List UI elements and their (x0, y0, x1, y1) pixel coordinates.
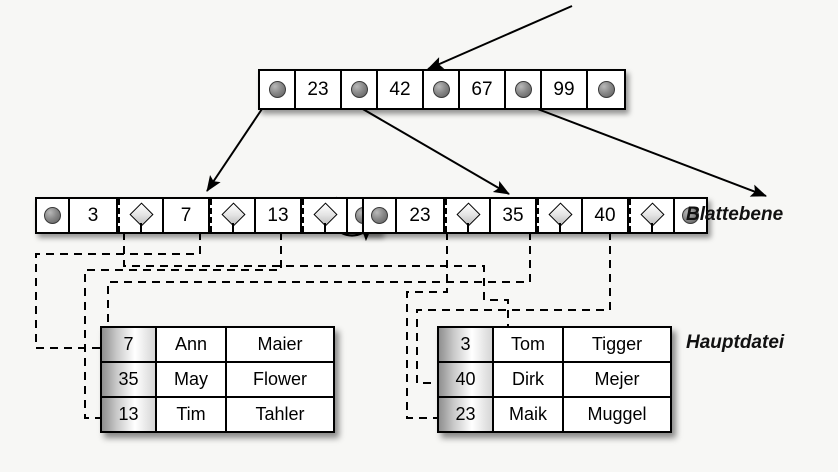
root-pointer-4[interactable] (588, 71, 624, 108)
row-key: 23 (439, 398, 494, 431)
arrow-root-to-leaf-left (206, 99, 269, 192)
table-row[interactable]: 40 Dirk Mejer (439, 363, 670, 398)
root-key-3: 99 (542, 71, 588, 108)
label-main-file: Hauptdatei (686, 332, 785, 353)
leaf-left-key-0: 3 (70, 199, 118, 232)
label-leaf-level: Blattebene (686, 204, 784, 225)
pointer-dot-icon (597, 81, 615, 98)
table-row[interactable]: 23 Maik Muggel (439, 398, 670, 431)
row-last-name: Tigger (564, 328, 670, 361)
row-last-name: Maier (227, 328, 333, 361)
leaf-node-right[interactable]: 23 35 40 (362, 197, 708, 234)
leaf-left-key-1: 7 (162, 199, 210, 232)
dashed-ref-leaf-right-1 (406, 232, 456, 424)
record-pointer-icon (631, 199, 673, 232)
leaf-right-key-0: 23 (397, 199, 445, 232)
pointer-dot-icon (432, 81, 450, 98)
pointer-dot-icon (268, 81, 286, 98)
row-last-name: Mejer (564, 363, 670, 396)
leaf-left-prev-pointer[interactable] (37, 199, 70, 232)
main-file-table-left[interactable]: 7 Ann Maier 35 May Flower 13 Tim Tahler (100, 326, 335, 433)
row-first-name: Tim (157, 398, 227, 431)
leaf-left-record-ref-2[interactable] (302, 199, 346, 232)
main-file-table-right[interactable]: 3 Tom Tigger 40 Dirk Mejer 23 Maik Mugge… (437, 326, 672, 433)
root-pointer-3[interactable] (506, 71, 542, 108)
root-index-node[interactable]: 23 42 67 99 (258, 69, 626, 110)
leaf-right-record-ref-2[interactable] (629, 199, 673, 232)
root-key-1: 42 (378, 71, 424, 108)
row-key: 35 (102, 363, 157, 396)
dashed-ref-leaf-left-3 (84, 232, 282, 424)
pointer-dot-icon (682, 207, 699, 224)
leaf-left-record-ref-1[interactable] (210, 199, 254, 232)
arrow-into-root (427, 5, 573, 70)
table-row[interactable]: 7 Ann Maier (102, 328, 333, 363)
arrow-root-to-leaf-far-right (513, 99, 767, 197)
table-row[interactable]: 3 Tom Tigger (439, 328, 670, 363)
row-last-name: Tahler (227, 398, 333, 431)
root-key-0: 23 (296, 71, 342, 108)
dashed-ref-leaf-right-3 (416, 232, 611, 389)
leaf-left-record-ref-0[interactable] (118, 199, 162, 232)
record-pointer-icon (212, 199, 254, 232)
root-pointer-0[interactable] (260, 71, 296, 108)
row-key: 13 (102, 398, 157, 431)
table-row[interactable]: 13 Tim Tahler (102, 398, 333, 431)
leaf-right-record-ref-1[interactable] (537, 199, 581, 232)
row-first-name: Maik (494, 398, 564, 431)
root-pointer-2[interactable] (424, 71, 460, 108)
row-first-name: Tom (494, 328, 564, 361)
record-pointer-icon (120, 199, 162, 232)
leaf-right-key-2: 40 (581, 199, 629, 232)
table-row[interactable]: 35 May Flower (102, 363, 333, 398)
record-pointer-icon (304, 199, 346, 232)
row-key: 3 (439, 328, 494, 361)
row-first-name: May (157, 363, 227, 396)
row-last-name: Flower (227, 363, 333, 396)
record-pointer-icon (447, 199, 489, 232)
pointer-dot-icon (350, 81, 368, 98)
leaf-right-next-pointer[interactable] (673, 199, 706, 232)
dashed-ref-leaf-left-1 (123, 232, 509, 354)
pointer-dot-icon (371, 207, 388, 224)
row-first-name: Dirk (494, 363, 564, 396)
root-key-2: 67 (460, 71, 506, 108)
root-pointer-1[interactable] (342, 71, 378, 108)
dashed-ref-leaf-left-2 (35, 232, 201, 354)
leaf-right-prev-pointer[interactable] (364, 199, 397, 232)
leaf-node-left[interactable]: 3 7 13 (35, 197, 381, 234)
row-key: 40 (439, 363, 494, 396)
arrow-root-to-leaf-right (348, 100, 510, 195)
pointer-dot-icon (514, 81, 532, 98)
pointer-dot-icon (44, 207, 61, 224)
leaf-right-record-ref-0[interactable] (445, 199, 489, 232)
record-pointer-icon (539, 199, 581, 232)
row-first-name: Ann (157, 328, 227, 361)
row-key: 7 (102, 328, 157, 361)
row-last-name: Muggel (564, 398, 670, 431)
leaf-left-key-2: 13 (254, 199, 302, 232)
leaf-right-key-1: 35 (489, 199, 537, 232)
